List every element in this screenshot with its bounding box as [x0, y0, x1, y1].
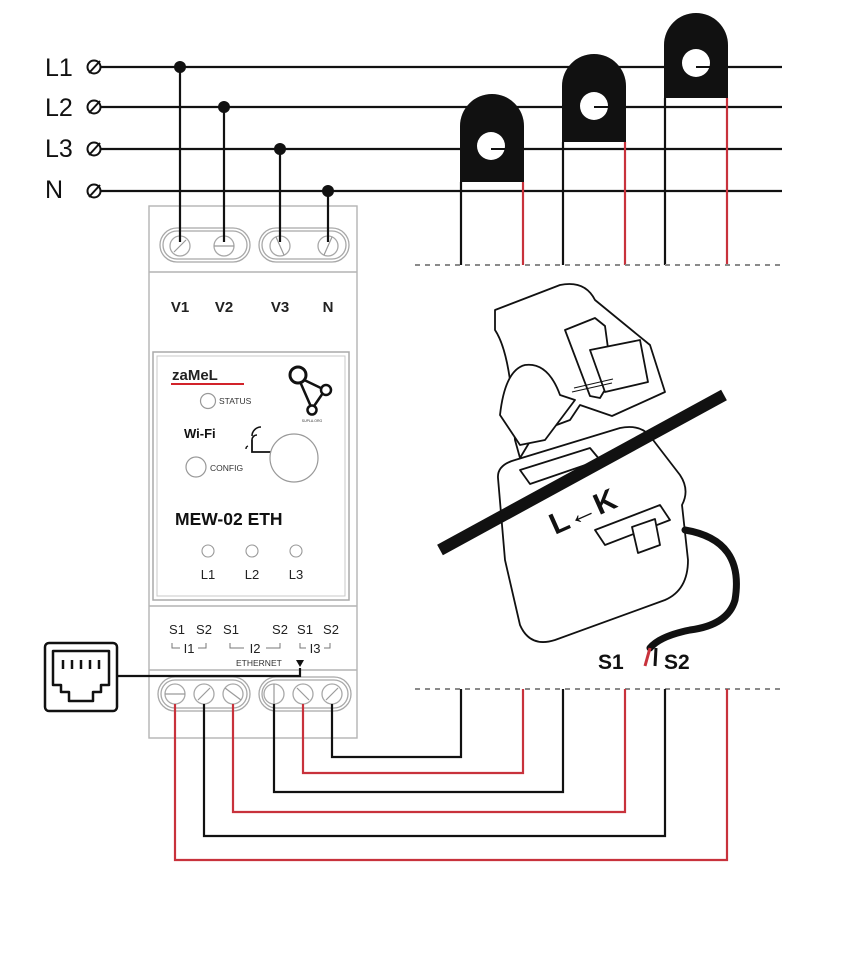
supla-logo-icon — [288, 365, 333, 416]
lead-label-s1: S1 — [598, 651, 624, 674]
terminal-symbol-icon — [86, 99, 102, 115]
group-brackets — [171, 643, 331, 649]
config-button-area[interactable] — [269, 433, 319, 483]
terminal-label-s2-i3: S2 — [323, 622, 339, 637]
led-label-l1: L1 — [201, 567, 215, 582]
status-led — [199, 392, 217, 410]
rj45-port-icon[interactable] — [43, 641, 119, 713]
wire-i2-s1 — [231, 689, 627, 814]
screw-terminal-i2-s2[interactable] — [263, 683, 285, 705]
terminal-label-s2-i2: S2 — [272, 622, 288, 637]
led-l3 — [289, 544, 303, 558]
terminal-label-v2: V2 — [215, 299, 233, 316]
wire-i3-s1 — [301, 689, 525, 775]
group-label-i2: I2 — [250, 641, 261, 656]
screw-terminal-i1-s2[interactable] — [193, 683, 215, 705]
ct-wiring — [173, 689, 729, 862]
bus-line-l2: L2 — [45, 94, 782, 122]
terminal-label-s1-i3: S1 — [297, 622, 313, 637]
ethernet-cable — [117, 668, 302, 678]
group-label-i3: I3 — [310, 641, 321, 656]
bus-lines: L1 L2 L3 N — [45, 54, 782, 204]
brand-logo: zaMeL — [172, 367, 218, 384]
screw-terminal-v1[interactable] — [169, 235, 191, 257]
bus-line-n: N — [45, 176, 782, 204]
terminal-symbol-icon — [86, 59, 102, 75]
group-label-i1: I1 — [184, 641, 195, 656]
terminal-symbol-icon — [86, 141, 102, 157]
screw-terminal-n[interactable] — [317, 235, 339, 257]
ct-sensor-l1 — [664, 13, 728, 98]
junction-dot-l3 — [274, 143, 286, 155]
terminal-symbol-icon — [86, 183, 102, 199]
ethernet-label: ETHERNET — [236, 658, 282, 668]
screw-terminal-i3-s1[interactable] — [292, 683, 314, 705]
terminal-label-s2-i1: S2 — [196, 622, 212, 637]
conductor-bar — [437, 389, 727, 556]
wire-i1-s1 — [173, 689, 729, 862]
ct-sensors — [459, 13, 729, 265]
voltage-terminal-block — [159, 227, 350, 263]
screw-terminal-i2-s1[interactable] — [222, 683, 244, 705]
led-l2 — [245, 544, 259, 558]
junction-dot-l2 — [218, 101, 230, 113]
ct-sensor-l2 — [562, 54, 626, 142]
bus-label-n: N — [45, 176, 63, 204]
wire-i3-s2 — [330, 689, 463, 759]
ct-clamp-illustration: L←K S1 S2 — [437, 283, 740, 674]
junction-dot-l1 — [174, 61, 186, 73]
terminal-label-s1-i1: S1 — [169, 622, 185, 637]
ct-sensor-l3 — [460, 94, 524, 182]
led-l1 — [201, 544, 215, 558]
ethernet-port-marker-icon — [296, 660, 304, 667]
wifi-antenna-icon — [245, 426, 272, 453]
lead-label-s2: S2 — [664, 651, 690, 674]
terminal-label-s1-i2: S1 — [223, 622, 239, 637]
terminal-label-v1: V1 — [171, 299, 189, 316]
junction-dot-n — [322, 185, 334, 197]
config-button[interactable] — [185, 456, 207, 478]
led-label-l3: L3 — [289, 567, 303, 582]
bus-label-l2: L2 — [45, 94, 73, 122]
screw-terminal-i3-s2[interactable] — [321, 683, 343, 705]
current-terminal-block — [157, 676, 352, 712]
wifi-label: Wi-Fi — [184, 426, 216, 441]
led-label-l2: L2 — [245, 567, 259, 582]
bus-line-l3: L3 — [45, 135, 782, 163]
config-label: CONFIG — [210, 463, 243, 473]
status-label: STATUS — [219, 396, 252, 406]
bus-label-l1: L1 — [45, 54, 73, 82]
wire-i2-s2 — [272, 689, 565, 794]
model-name: MEW-02 ETH — [175, 509, 283, 529]
front-panel: zaMeL STATUS SUPLA.ORG Wi-Fi — [152, 351, 350, 601]
supla-label: SUPLA.ORG — [302, 419, 323, 423]
bus-label-l3: L3 — [45, 135, 73, 163]
terminal-label-v3: V3 — [271, 299, 289, 316]
terminal-label-n: N — [323, 299, 334, 316]
meter-device: V1 V2 V3 N zaMeL STATUS SUPLA.ORG Wi- — [148, 61, 358, 739]
screw-terminal-i1-s1[interactable] — [164, 683, 186, 705]
wire-i1-s2 — [202, 689, 667, 838]
